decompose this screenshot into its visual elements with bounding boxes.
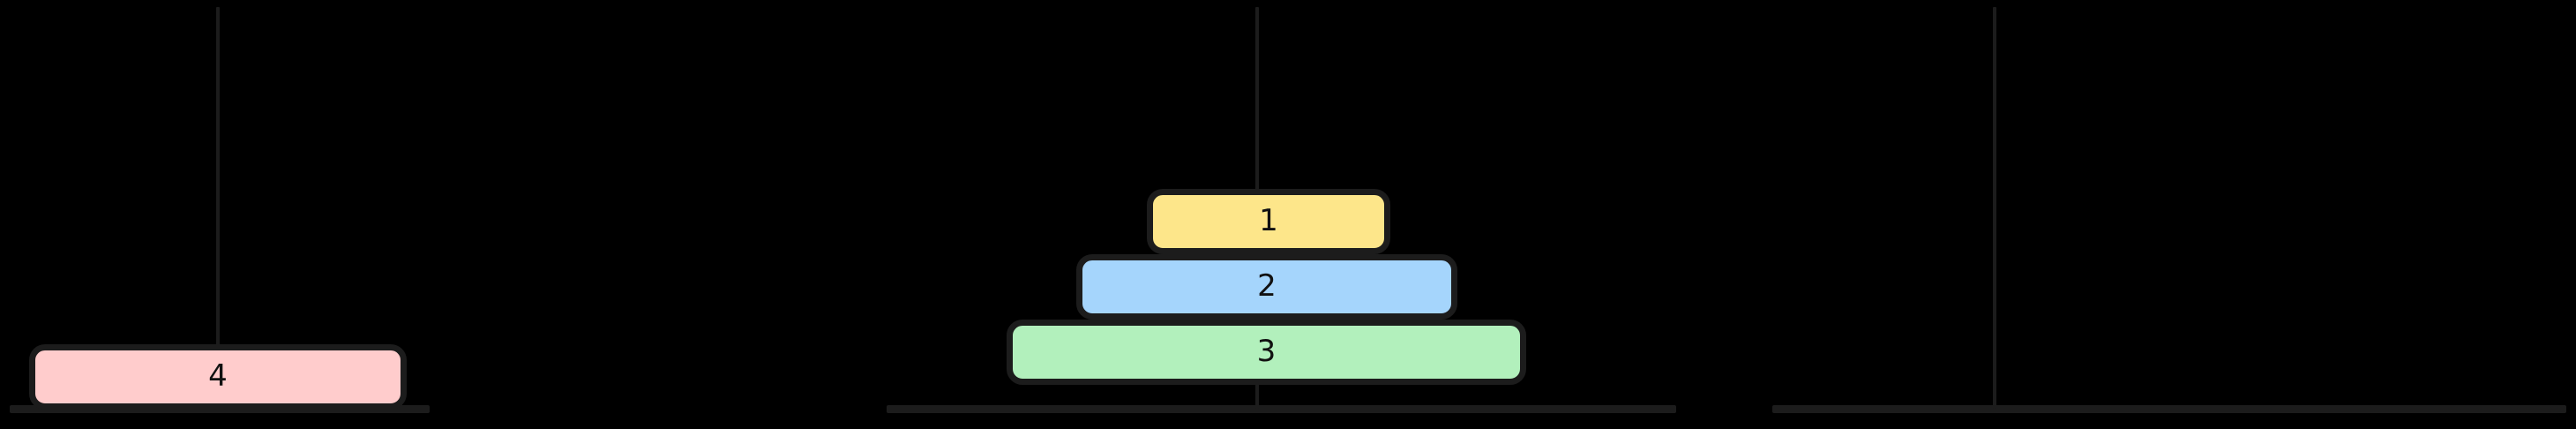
disk-label: 4 xyxy=(208,358,228,394)
peg-base-2 xyxy=(887,405,1676,413)
peg-rod-3 xyxy=(1993,7,1996,409)
peg-base-3 xyxy=(1772,405,2566,413)
disk-2[interactable]: 2 xyxy=(1076,254,1457,320)
peg-rod-1 xyxy=(216,7,220,409)
disk-3[interactable]: 3 xyxy=(1007,320,1526,385)
disk-label: 3 xyxy=(1256,334,1277,369)
disk-label: 1 xyxy=(1259,203,1278,238)
disk-label: 2 xyxy=(1257,268,1277,304)
disk-4[interactable]: 4 xyxy=(29,344,407,410)
disk-1[interactable]: 1 xyxy=(1147,189,1390,254)
